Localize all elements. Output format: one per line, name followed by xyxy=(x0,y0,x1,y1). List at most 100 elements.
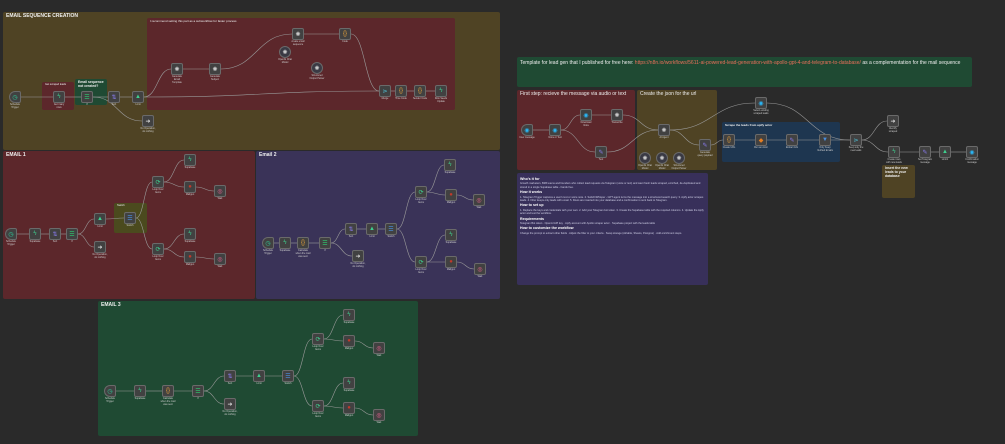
loop-icon: ⟳ xyxy=(155,246,161,253)
node-ai-agent[interactable]: ✺ xyxy=(658,124,670,136)
node-mailgun[interactable]: ● xyxy=(343,335,355,347)
node-schedule-trigger[interactable]: ◷ xyxy=(9,91,21,103)
node-wait[interactable]: ◎ xyxy=(214,185,226,197)
node-identify[interactable]: ➜ xyxy=(887,115,899,127)
node-noop[interactable]: ➜ xyxy=(142,115,154,127)
node-limit[interactable]: ▲ xyxy=(366,223,378,235)
node-chat-model[interactable]: ✺ xyxy=(639,152,651,164)
node-wait[interactable]: ◎ xyxy=(474,263,486,275)
node-wait[interactable]: ◎ xyxy=(373,342,385,354)
node-supabase[interactable]: ϟ xyxy=(184,228,196,240)
node-supabase[interactable]: ϟ xyxy=(343,309,355,321)
connection-d9-d11 xyxy=(323,338,344,342)
node-loop[interactable]: ⟳ xyxy=(152,176,164,188)
node-parser[interactable]: ✺ xyxy=(673,152,685,164)
node-code[interactable]: {} xyxy=(339,28,351,40)
node-wait[interactable]: ◎ xyxy=(214,253,226,265)
node-openai-2[interactable]: ✺ xyxy=(209,63,221,75)
node-wait[interactable]: ◎ xyxy=(473,194,485,206)
node-limit-1[interactable]: ▲ xyxy=(939,146,951,158)
node-loop[interactable]: ⟳ xyxy=(152,243,164,255)
template-link[interactable]: https://n8n.io/workflows/5611-ai-powered… xyxy=(634,60,861,66)
node-if[interactable]: ☰ xyxy=(192,385,204,397)
node-schedule-trigger[interactable]: ◷ xyxy=(262,237,274,249)
node-supabase[interactable]: ϟ xyxy=(279,237,291,249)
node-sort[interactable]: ⇅ xyxy=(108,91,120,103)
node-if[interactable]: ☰ xyxy=(66,228,78,240)
node-loop[interactable]: ⟳ xyxy=(415,186,427,198)
node-label: Loop Over Items xyxy=(415,198,427,204)
loop-icon: ⟳ xyxy=(315,403,321,410)
node-switch[interactable]: ☰ xyxy=(124,212,136,224)
node-run-actor[interactable]: ◆ xyxy=(755,134,767,146)
sb-icon: ϟ xyxy=(188,157,192,163)
node-label: AI Agent xyxy=(659,136,669,139)
loop-icon: ⟳ xyxy=(418,189,424,196)
node-switch[interactable]: ☰ xyxy=(385,223,397,235)
connection-e16-e17 xyxy=(861,120,888,141)
node-schedule-trigger[interactable]: ◷ xyxy=(104,385,116,397)
node-loop[interactable]: ⟳ xyxy=(415,256,427,268)
node-voice-or-text[interactable]: ◉ xyxy=(549,124,561,136)
node-sort[interactable]: ⇅ xyxy=(345,223,357,235)
node-mailgun[interactable]: ● xyxy=(343,402,355,414)
node-limit[interactable]: ▲ xyxy=(253,370,265,382)
connection-b12-b13 xyxy=(163,233,185,250)
node-create-rows[interactable]: ϟ xyxy=(888,146,900,158)
node-switch[interactable]: ☰ xyxy=(282,370,294,382)
node-label: Supabase xyxy=(343,389,355,392)
node-send-confirmation[interactable]: ◉ xyxy=(966,146,978,158)
node-mailgun[interactable]: ● xyxy=(184,181,196,193)
node-telegram-trigger[interactable]: ◉ xyxy=(521,124,533,136)
node-schedule-trigger[interactable]: ◷ xyxy=(5,228,17,240)
node-sort[interactable]: ⇅ xyxy=(224,370,236,382)
node-limit[interactable]: ▲ xyxy=(132,91,144,103)
node-chat-model[interactable]: ✺ xyxy=(656,152,668,164)
node-loop[interactable]: ⟳ xyxy=(312,400,324,412)
node-mailgun[interactable]: ● xyxy=(445,189,457,201)
node-code-2[interactable]: {} xyxy=(395,85,407,97)
node-apify-get[interactable]: ◉ xyxy=(755,97,767,109)
node-filter[interactable]: ▼ xyxy=(819,134,831,146)
node-supabase[interactable]: ϟ xyxy=(29,228,41,240)
node-calc-date[interactable]: {} xyxy=(162,385,174,397)
node-if[interactable]: ☰ xyxy=(319,237,331,249)
clock-icon: ◷ xyxy=(107,388,113,395)
node-merge[interactable]: ⋗ xyxy=(379,85,391,97)
node-text[interactable]: ✎ xyxy=(595,146,607,158)
node-label: Mailgun xyxy=(446,268,456,271)
node-noop[interactable]: ➜ xyxy=(94,241,106,253)
node-noop[interactable]: ➜ xyxy=(352,250,364,262)
node-get-many-rows[interactable]: ϟ xyxy=(53,91,65,103)
node-supabase[interactable]: ϟ xyxy=(444,159,456,171)
node-chat-model[interactable]: ✺ xyxy=(279,46,291,58)
node-limit[interactable]: ▲ xyxy=(94,213,106,225)
node-parser[interactable]: ✺ xyxy=(311,62,323,74)
node-supabase[interactable]: ϟ xyxy=(445,229,457,241)
node-update-row[interactable]: ϟ xyxy=(435,85,447,97)
node-transcribe[interactable]: ✺ xyxy=(611,109,623,121)
node-loop[interactable]: ⟳ xyxy=(312,333,324,345)
node-supabase[interactable]: ϟ xyxy=(134,385,146,397)
node-noop[interactable]: ➜ xyxy=(224,398,236,410)
node-create-sequence[interactable]: ✺ xyxy=(292,28,304,40)
node-create-url[interactable]: {} xyxy=(723,134,735,146)
node-download[interactable]: ◉ xyxy=(580,109,592,121)
node-label: Sort xyxy=(227,382,233,385)
node-sort[interactable]: ⇅ xyxy=(49,228,61,240)
ai-icon: ✺ xyxy=(614,112,620,119)
node-calc-date[interactable]: {} xyxy=(297,237,309,249)
node-code-3[interactable]: {} xyxy=(414,85,426,97)
node-openai-1[interactable]: ✺ xyxy=(171,63,183,75)
node-wait[interactable]: ◎ xyxy=(373,409,385,421)
node-tg-message[interactable]: ✎ xyxy=(919,146,931,158)
node-mailgun[interactable]: ● xyxy=(445,256,457,268)
wait-icon: ◎ xyxy=(376,412,382,419)
node-set-query[interactable]: ✎ xyxy=(699,139,711,151)
node-merge-right[interactable]: ⋗ xyxy=(850,134,862,146)
node-mailgun[interactable]: ● xyxy=(184,251,196,263)
node-if[interactable]: ☰ xyxy=(81,91,93,103)
node-supabase[interactable]: ϟ xyxy=(343,377,355,389)
node-supabase[interactable]: ϟ xyxy=(184,154,196,166)
node-extract[interactable]: ✎ xyxy=(786,134,798,146)
